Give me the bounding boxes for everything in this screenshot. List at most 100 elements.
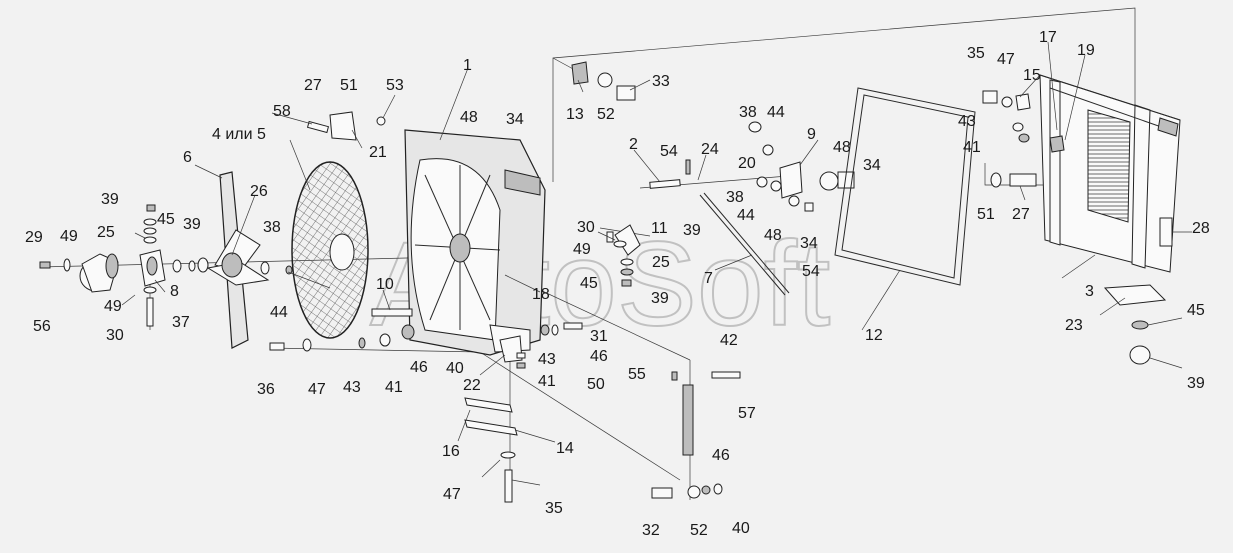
label-34: 34 — [800, 235, 818, 252]
part-43-washer — [358, 337, 366, 349]
part-25-washer — [620, 258, 634, 266]
part-56-cover — [79, 253, 119, 293]
part-51-washer — [990, 172, 1002, 188]
part-45-washer — [143, 218, 157, 226]
label-51: 51 — [977, 206, 995, 223]
part-39-nut — [146, 204, 156, 212]
label-52: 52 — [690, 522, 708, 539]
part-39-nut — [172, 259, 182, 273]
part-3-radiator-frame — [1039, 74, 1181, 273]
label-44: 44 — [737, 207, 755, 224]
label-38: 38 — [726, 189, 744, 206]
label-51: 51 — [340, 77, 358, 94]
part-47-washer — [1001, 96, 1013, 108]
label-46: 46 — [712, 447, 730, 464]
part-14-plate — [464, 419, 518, 436]
label-32: 32 — [642, 522, 660, 539]
label-16: 16 — [442, 443, 460, 460]
part-42-pin — [711, 371, 741, 379]
label-39: 39 — [683, 222, 701, 239]
label-17: 17 — [1039, 29, 1057, 46]
part-8-hub — [139, 249, 166, 287]
label-13: 13 — [566, 106, 584, 123]
part-43-washer — [1012, 122, 1024, 132]
label-11: 11 — [651, 220, 668, 237]
part-44-washer — [762, 144, 774, 156]
part-38-nut — [260, 261, 270, 275]
part-28-bolt — [1159, 217, 1173, 247]
label-42: 42 — [720, 332, 738, 349]
label-39: 39 — [651, 290, 669, 307]
label-49: 49 — [573, 241, 591, 258]
label-7: 7 — [704, 270, 713, 287]
label-6: 6 — [183, 149, 192, 166]
part-4-mesh-guard — [291, 161, 369, 339]
label-24: 24 — [701, 141, 719, 158]
part-9-bracket — [779, 161, 803, 199]
label-41: 41 — [963, 139, 981, 156]
label-14: 14 — [556, 440, 574, 457]
label-48: 48 — [764, 227, 782, 244]
label-47: 47 — [443, 486, 461, 503]
label-34: 34 — [863, 157, 881, 174]
part-46-nut — [401, 324, 415, 340]
part-44-washer — [285, 265, 293, 275]
label-33: 33 — [652, 73, 670, 90]
label-41: 41 — [538, 373, 556, 390]
part-41-nut — [379, 333, 391, 347]
label-2: 2 — [629, 136, 638, 153]
label-29: 29 — [25, 229, 43, 246]
part-25-washer — [143, 236, 157, 244]
label-19: 19 — [1077, 42, 1095, 59]
part-11-bracket — [614, 224, 641, 256]
label-10: 10 — [376, 276, 394, 293]
label-22: 22 — [463, 377, 481, 394]
part-2-rod — [649, 179, 681, 189]
label-25: 25 — [652, 254, 670, 271]
label-55: 55 — [628, 366, 646, 383]
part-38-nut — [756, 176, 768, 188]
part-1-shroud — [404, 129, 546, 356]
part-39-nut — [621, 279, 632, 287]
label-45: 45 — [580, 275, 598, 292]
label-56: 56 — [33, 318, 51, 335]
part-30-bolt — [146, 297, 154, 327]
label-12: 12 — [865, 327, 883, 344]
label-30: 30 — [577, 219, 595, 236]
part-35-bolt — [504, 469, 513, 503]
part-32-bolt — [651, 487, 673, 499]
label-36: 36 — [257, 381, 275, 398]
label-28: 28 — [1192, 220, 1210, 237]
label-34: 34 — [506, 111, 524, 128]
part-46-washer — [701, 485, 711, 495]
part-38-nut — [748, 121, 762, 133]
label-49: 49 — [104, 298, 122, 315]
part-49-washer — [143, 286, 157, 294]
part-50-washer — [540, 324, 550, 336]
label-9: 9 — [807, 126, 816, 143]
label-49: 49 — [60, 228, 78, 245]
label-50: 50 — [587, 376, 605, 393]
label-38: 38 — [263, 219, 281, 236]
part-13-clip — [571, 61, 589, 85]
part-37-washer — [188, 260, 196, 272]
label-48: 48 — [460, 109, 478, 126]
label-40: 40 — [732, 520, 750, 537]
label-20: 20 — [738, 155, 756, 172]
label-23: 23 — [1065, 317, 1083, 334]
label-43: 43 — [958, 113, 976, 130]
part-57-strut — [682, 384, 694, 456]
label-3: 3 — [1085, 283, 1094, 300]
label-37: 37 — [172, 314, 190, 331]
label-46: 46 — [590, 348, 608, 365]
assembly-line-top — [552, 7, 1136, 182]
label-38: 38 — [739, 104, 757, 121]
part-12-seal-frame — [834, 87, 976, 286]
part-47-washer — [500, 451, 516, 459]
part-25-washer — [143, 227, 157, 235]
label-21: 21 — [369, 144, 387, 161]
part-27-bolt — [1009, 173, 1037, 187]
label-48: 48 — [833, 139, 851, 156]
